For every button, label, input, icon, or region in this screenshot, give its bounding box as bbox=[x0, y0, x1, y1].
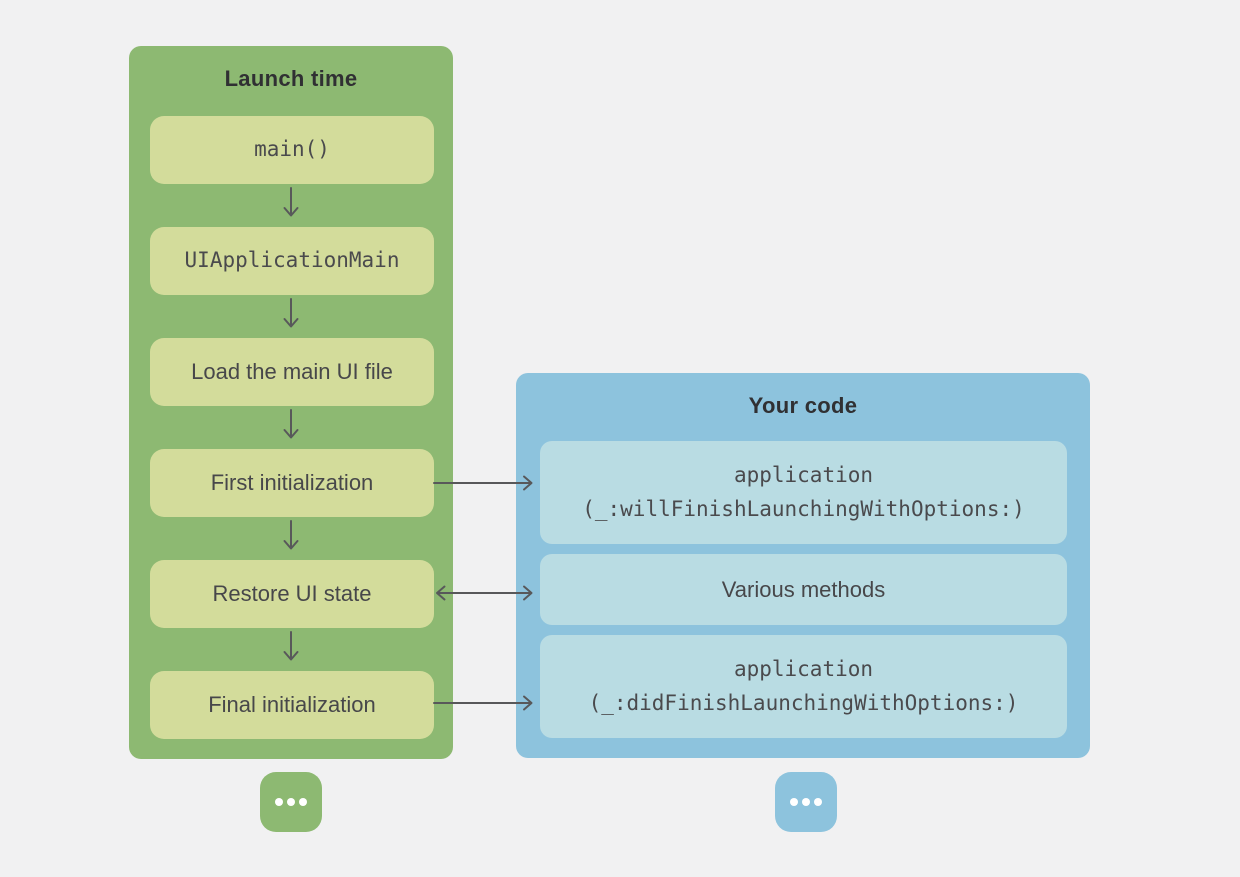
your-code-panel: Your code application (_:willFinishLaunc… bbox=[516, 373, 1090, 758]
node-restore-ui-state: Restore UI state bbox=[150, 560, 434, 628]
node-did-finish-launching-line1: application bbox=[733, 656, 874, 681]
node-will-finish-launching: application (_:willFinishLaunchingWithOp… bbox=[540, 441, 1067, 544]
node-load-main-ui-file-label: Load the main UI file bbox=[191, 359, 393, 384]
your-code-title: Your code bbox=[748, 393, 858, 418]
launch-time-title: Launch time bbox=[224, 66, 358, 91]
node-uiapplicationmain: UIApplicationMain bbox=[150, 227, 434, 295]
ellipsis-icon bbox=[287, 798, 295, 806]
ellipsis-icon bbox=[275, 798, 283, 806]
node-first-initialization-label: First initialization bbox=[210, 470, 374, 495]
node-main: main() bbox=[150, 116, 434, 184]
node-various-methods: Various methods bbox=[540, 554, 1067, 625]
node-various-methods-label: Various methods bbox=[721, 576, 886, 602]
node-final-initialization: Final initialization bbox=[150, 671, 434, 739]
your-code-more-button[interactable] bbox=[775, 772, 837, 832]
ellipsis-icon bbox=[790, 798, 798, 806]
node-first-initialization: First initialization bbox=[150, 449, 434, 517]
node-final-initialization-label: Final initialization bbox=[208, 692, 376, 717]
node-main-label: main() bbox=[254, 137, 330, 162]
node-load-main-ui-file: Load the main UI file bbox=[150, 338, 434, 406]
ellipsis-icon bbox=[299, 798, 307, 806]
node-will-finish-launching-line1: application bbox=[733, 462, 874, 487]
node-did-finish-launching: application (_:didFinishLaunchingWithOpt… bbox=[540, 635, 1067, 738]
node-restore-ui-state-label: Restore UI state bbox=[212, 581, 372, 606]
ellipsis-icon bbox=[802, 798, 810, 806]
node-will-finish-launching-line2: (_:willFinishLaunchingWithOptions:) bbox=[582, 496, 1025, 521]
node-uiapplicationmain-label: UIApplicationMain bbox=[184, 248, 400, 273]
ellipsis-icon bbox=[814, 798, 822, 806]
node-did-finish-launching-line2: (_:didFinishLaunchingWithOptions:) bbox=[588, 690, 1019, 715]
launch-time-panel: Launch time main() UIApplicationMain Loa… bbox=[129, 46, 453, 759]
launch-time-more-button[interactable] bbox=[260, 772, 322, 832]
